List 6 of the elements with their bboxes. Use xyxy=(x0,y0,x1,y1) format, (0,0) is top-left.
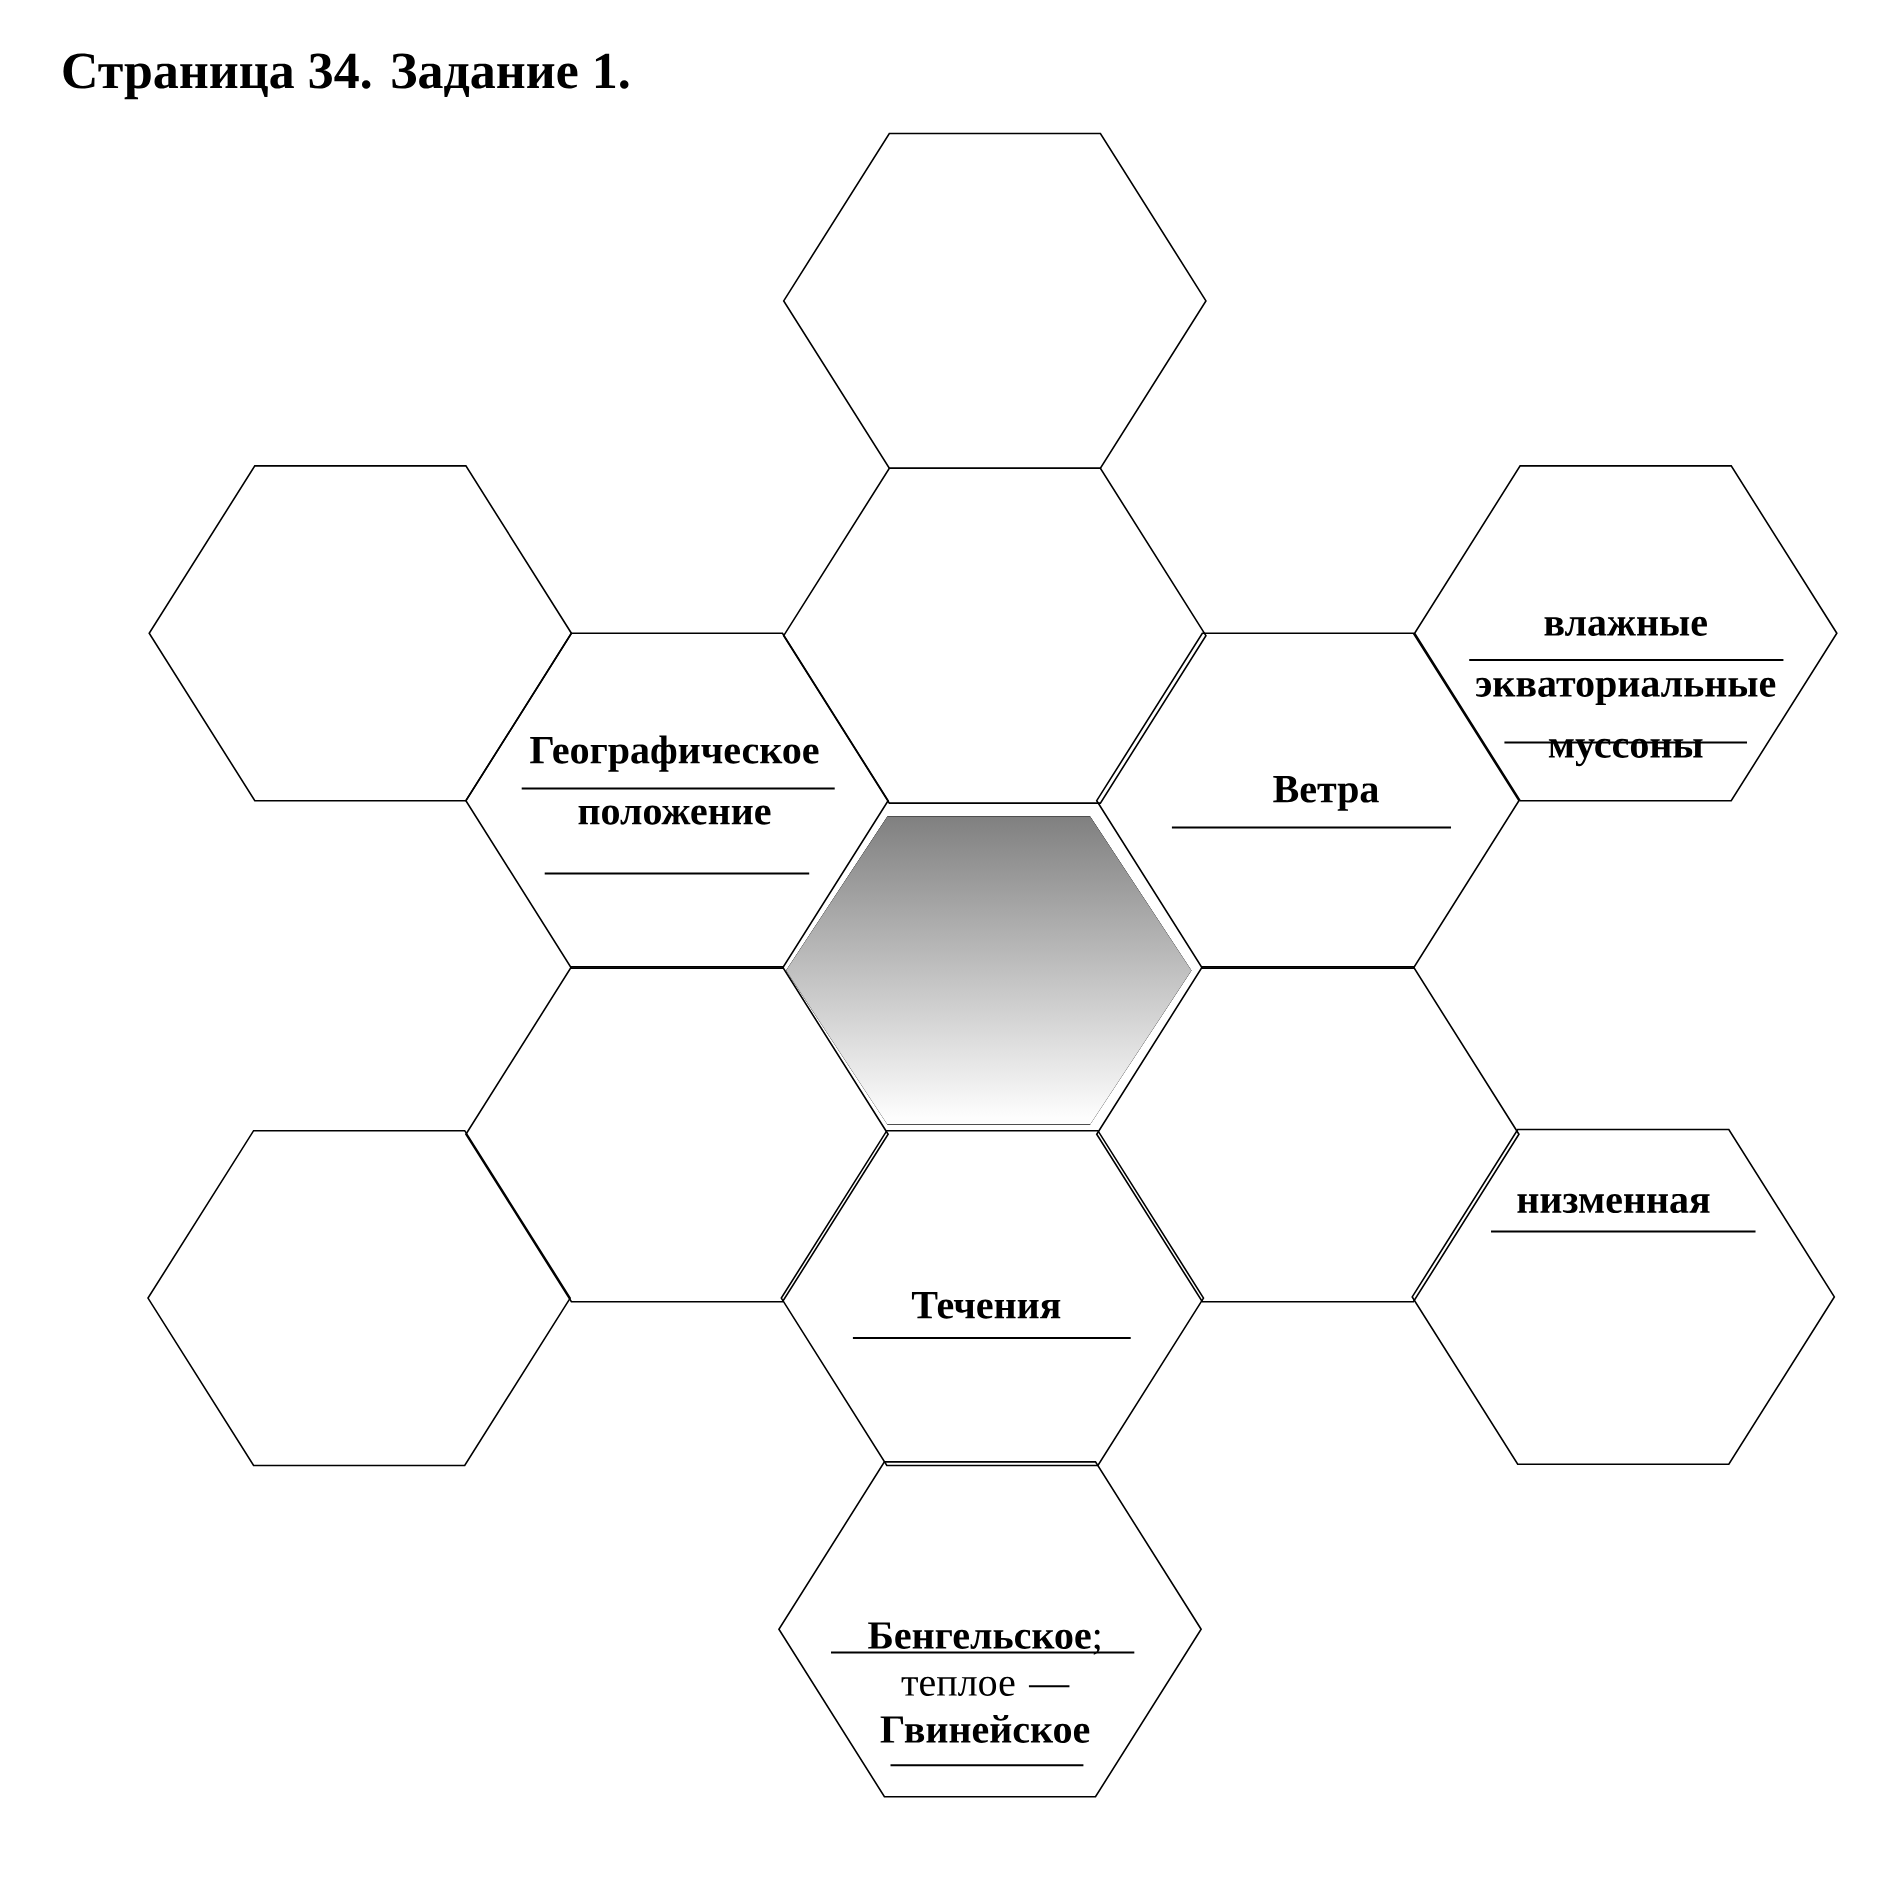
hexagon: низменная xyxy=(1411,1128,1836,1466)
hexagon: влажные экваториальные муссоны xyxy=(1413,465,1838,802)
title: Страница 34. Задание 1. xyxy=(63,53,629,100)
hexagon xyxy=(782,132,1207,470)
hexagon xyxy=(786,816,1192,1125)
hexagon: Течения xyxy=(780,1129,1205,1467)
